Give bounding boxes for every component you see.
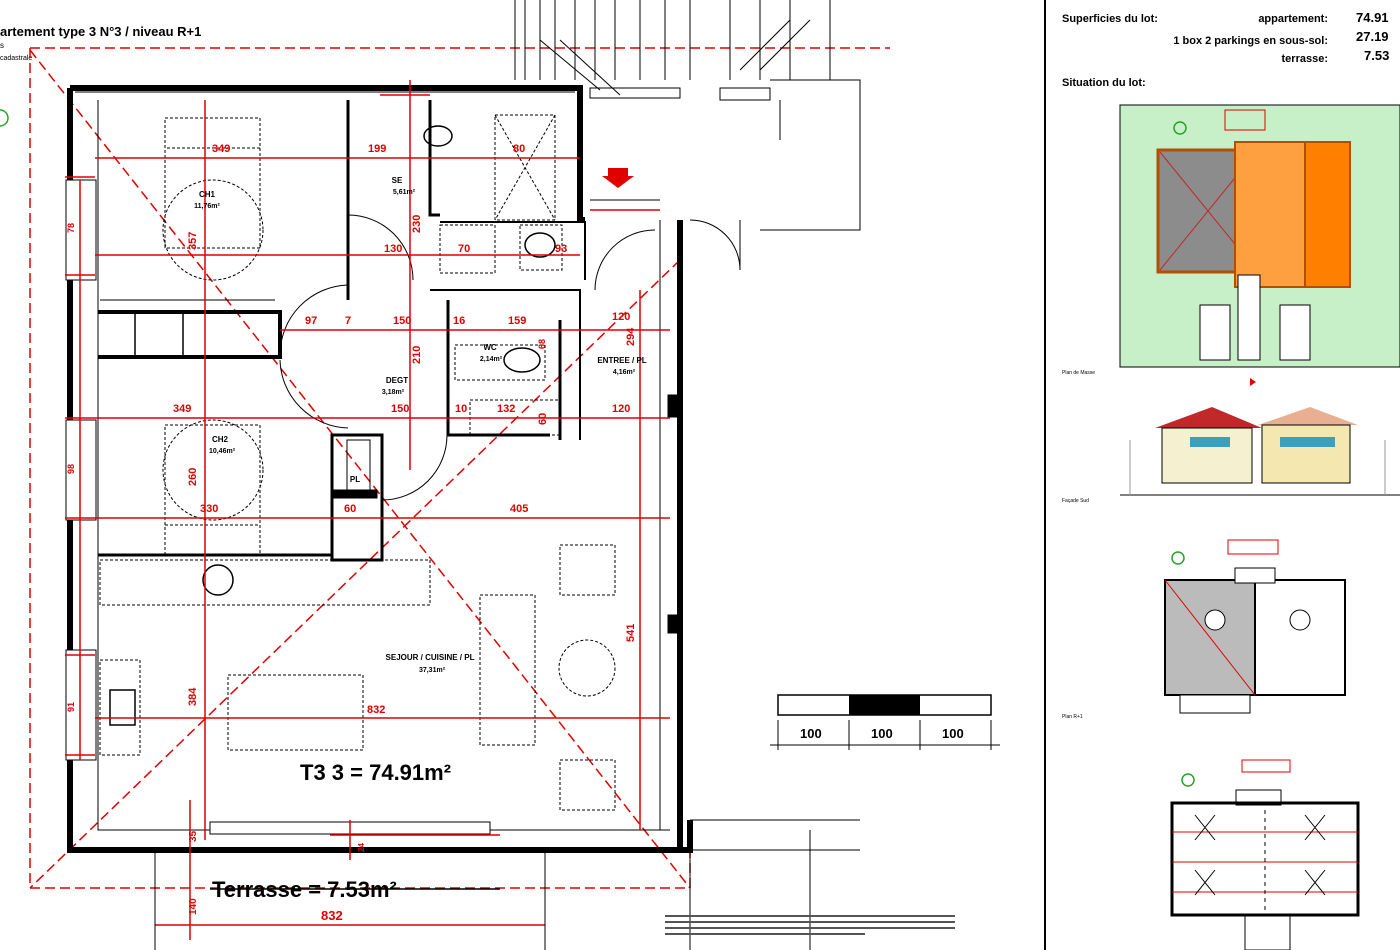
dim-label: 357 (187, 232, 199, 250)
scale-label: 100 (800, 726, 822, 741)
room-area: 5,61m² (393, 189, 416, 196)
dim-label: 294 (625, 327, 637, 346)
marker-icon (1250, 378, 1256, 386)
dim-label: 384 (187, 687, 199, 706)
scale-label: 100 (942, 726, 964, 741)
fixtures (109, 125, 556, 726)
dim-label: 405 (510, 503, 528, 515)
dim-label: 68 (537, 339, 547, 349)
north-icon (0, 109, 9, 127)
furniture (99, 114, 616, 811)
facade-thumbnail (1120, 407, 1400, 496)
dim-label: 832 (321, 908, 343, 923)
situation-label: Situation du lot: (1062, 77, 1146, 89)
room-name: DEGT (386, 376, 408, 385)
dim-label: 70 (458, 243, 470, 255)
dim-label: 330 (200, 503, 218, 515)
walls (65, 85, 693, 853)
dim-label: 98 (66, 464, 76, 474)
floor-r1-caption: Plan R+1 (1062, 714, 1083, 720)
dim-label: 130 (384, 243, 402, 255)
doors (279, 199, 741, 501)
info-row-value: 74.91 (1356, 10, 1389, 25)
dim-label: 199 (368, 143, 386, 155)
info-row-label: terrasse: (1282, 53, 1328, 65)
fine-print (665, 915, 955, 935)
room-area: 3,18m² (382, 389, 405, 396)
dim-label: 210 (411, 346, 423, 364)
property-boundary (29, 47, 890, 889)
dim-label: 80 (513, 143, 525, 155)
dim-label: 10 (455, 403, 467, 415)
plan-title: artement type 3 N°3 / niveau R+1 (0, 24, 201, 39)
room-area: 37,31m² (419, 667, 446, 674)
scale-label: 100 (871, 726, 893, 741)
room-name: SEJOUR / CUISINE / PL (386, 653, 475, 662)
dim-label: 24 (357, 843, 366, 852)
dim-label: 541 (625, 624, 637, 642)
plan-side-label-2: cadastrale (0, 55, 32, 62)
dim-label: 91 (66, 702, 76, 712)
dim-label: 230 (411, 215, 423, 233)
room-area: 10,46m² (209, 448, 236, 455)
dimension-labels: 349 199 80 130 70 93 120 97 7 150 16 159… (66, 143, 637, 923)
dim-label: 7 (345, 315, 351, 327)
superficies-label: Superficies du lot: (1062, 13, 1158, 25)
terrace-outline (154, 819, 860, 950)
room-name: CH1 (199, 190, 216, 199)
lot-info: Superficies du lot: appartement: 74.91 1… (1062, 10, 1389, 89)
facade-caption: Façade Sud (1062, 498, 1089, 504)
basement-thumbnail (1170, 759, 1360, 950)
room-area: 4,16m² (613, 369, 636, 376)
dim-label: 159 (508, 315, 526, 327)
dim-label: 349 (173, 403, 191, 415)
entry-arrow-icon (602, 168, 634, 188)
dim-label: 78 (66, 223, 76, 233)
room-area: 2,14m² (480, 356, 503, 363)
info-row-value: 7.53 (1364, 48, 1389, 63)
dim-label: 349 (212, 143, 230, 155)
room-name: SE (392, 176, 403, 185)
site-plan-caption: Plan de Masse (1062, 370, 1095, 376)
dim-label: 60 (537, 413, 549, 425)
dim-label: 150 (391, 403, 409, 415)
floor-r1-thumbnail (1164, 539, 1346, 714)
stairs (514, 0, 861, 231)
dim-label: 140 (188, 898, 199, 915)
room-labels: CH1 11,76m² SE 5,61m² WC 2,14m² DEGT 3,1… (194, 176, 647, 674)
room-name: CH2 (212, 435, 229, 444)
room-name: ENTREE / PL (597, 356, 646, 365)
dim-label: 93 (555, 243, 567, 255)
dim-label: 120 (612, 311, 630, 323)
dim-label: 60 (344, 503, 356, 515)
dim-label: 132 (497, 403, 515, 415)
site-plan-thumbnail (1119, 104, 1400, 368)
dim-label: 16 (453, 315, 465, 327)
dim-label: 260 (187, 468, 199, 486)
dim-label: 832 (367, 704, 385, 716)
dim-label: 35 (188, 830, 199, 842)
dim-label: 120 (612, 403, 630, 415)
apartment-total-area: T3 3 = 74.91m² (300, 760, 451, 785)
info-row-label: appartement: (1258, 13, 1328, 25)
info-row-label: 1 box 2 parkings en sous-sol: (1173, 35, 1328, 47)
room-area: 11,76m² (194, 203, 220, 210)
room-name: WC (483, 343, 497, 352)
plan-side-label: s (0, 41, 4, 50)
room-name: PL (350, 475, 360, 484)
info-row-value: 27.19 (1356, 29, 1389, 44)
scale-bar: 100 100 100 (770, 694, 1000, 750)
dimension-lines (65, 80, 670, 940)
dim-label: 97 (305, 315, 317, 327)
dim-label: 150 (393, 315, 411, 327)
